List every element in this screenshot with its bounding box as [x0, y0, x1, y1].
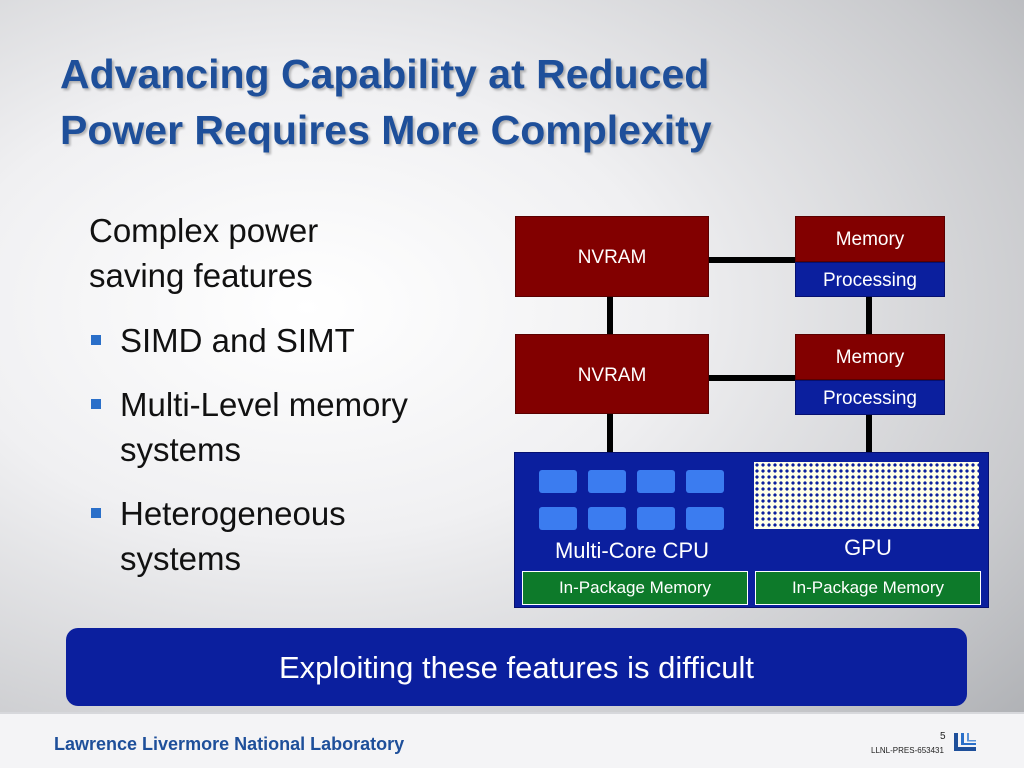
processing-block-bottom: Processing — [795, 380, 945, 415]
intro-text: Complex power saving features — [89, 208, 419, 298]
cpu-in-package-memory: In-Package Memory — [522, 571, 748, 605]
bullet-item: SIMD and SIMT — [89, 318, 489, 363]
connector-top-horizontal — [708, 257, 796, 263]
nvram-block-top: NVRAM — [515, 216, 709, 297]
in-package-memory-label: In-Package Memory — [791, 578, 945, 597]
connector-nvram-package — [607, 413, 613, 453]
cpu-core — [637, 470, 675, 493]
title-line-1: Advancing Capability at Reduced — [60, 51, 710, 97]
cpu-core — [637, 507, 675, 530]
gpu-cores-grid — [754, 462, 979, 529]
cpu-core — [686, 470, 724, 493]
bullet-text: Heterogeneous — [120, 495, 346, 532]
processing-label: Processing — [823, 270, 917, 291]
square-bullet-icon — [91, 399, 101, 409]
processing-block-top: Processing — [795, 262, 945, 297]
cpu-core — [539, 470, 577, 493]
memory-block-bottom: Memory — [795, 334, 945, 380]
square-bullet-icon — [91, 335, 101, 345]
bullet-list: SIMD and SIMT Multi-Level memory systems… — [89, 318, 489, 600]
bullet-text-cont: systems — [120, 431, 242, 468]
page-number: 5 — [940, 731, 946, 742]
slide-title: Advancing Capability at Reduced Power Re… — [60, 46, 940, 158]
bullet-item: Multi-Level memory systems — [89, 382, 489, 472]
presentation-id: LLNL-PRES-653431 — [871, 746, 944, 755]
memory-label: Memory — [835, 229, 905, 250]
callout-banner: Exploiting these features is difficult — [66, 628, 967, 706]
memory-block-top: Memory — [795, 216, 945, 262]
cpu-core — [539, 507, 577, 530]
footer-band — [0, 712, 1024, 768]
square-bullet-icon — [91, 508, 101, 518]
processing-label: Processing — [823, 388, 917, 409]
connector-nvram-vertical — [607, 296, 613, 336]
bullet-item: Heterogeneous systems — [89, 491, 489, 581]
nvram-label: NVRAM — [577, 247, 647, 268]
gpu-label: GPU — [844, 535, 892, 560]
intro-line-1: Complex power — [89, 212, 319, 249]
banner-text: Exploiting these features is difficult — [278, 650, 755, 685]
gpu-in-package-memory: In-Package Memory — [755, 571, 981, 605]
in-package-memory-label: In-Package Memory — [558, 578, 712, 597]
connector-memory-vertical — [866, 296, 872, 336]
bullet-text: SIMD and SIMT — [120, 322, 355, 359]
lab-name: Lawrence Livermore National Laboratory — [54, 734, 405, 754]
cpu-core-grid — [539, 470, 729, 532]
nvram-label: NVRAM — [577, 365, 647, 386]
bullet-text-cont: systems — [120, 540, 242, 577]
memory-label: Memory — [835, 347, 905, 368]
cpu-core — [588, 507, 626, 530]
cpu-core — [686, 507, 724, 530]
llnl-logo-icon — [954, 733, 976, 751]
bullet-text: Multi-Level memory — [120, 386, 408, 423]
intro-line-2: saving features — [89, 257, 313, 294]
connector-bottom-horizontal — [708, 375, 796, 381]
nvram-block-bottom: NVRAM — [515, 334, 709, 414]
title-line-2: Power Requires More Complexity — [60, 107, 712, 153]
cpu-label: Multi-Core CPU — [554, 538, 710, 563]
cpu-core — [588, 470, 626, 493]
connector-memory-package — [866, 413, 872, 453]
